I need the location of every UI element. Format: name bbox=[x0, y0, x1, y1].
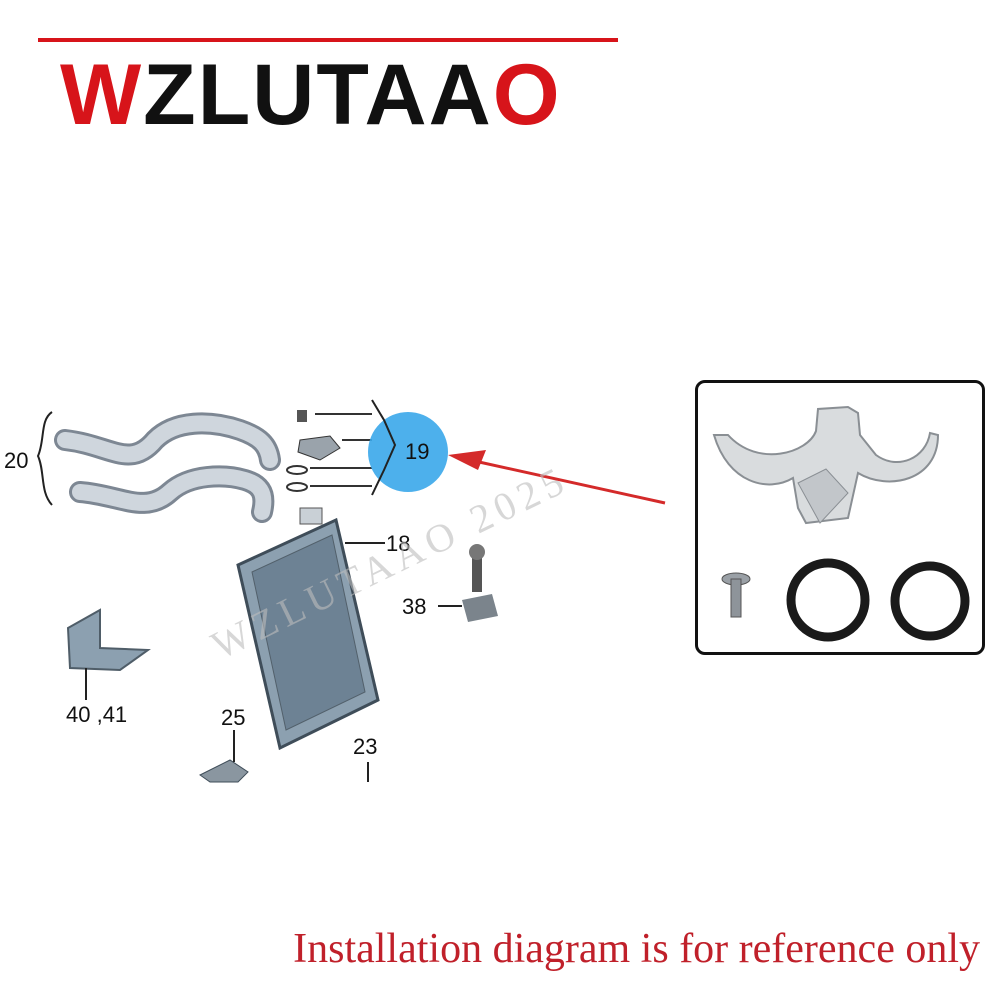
bracket-group-brace bbox=[371, 399, 397, 496]
hoses-bracket-line bbox=[36, 411, 53, 506]
label-screw: 23 bbox=[353, 734, 377, 759]
screw-icon bbox=[721, 572, 751, 618]
label-cover: 40 ,41 bbox=[66, 702, 127, 727]
logo-letter-w: W bbox=[60, 47, 144, 143]
logo-bar bbox=[38, 38, 618, 42]
product-parts bbox=[712, 405, 970, 642]
label-bracket-group: 19 bbox=[405, 439, 429, 464]
label-seal: 25 bbox=[221, 705, 245, 730]
label-clip: 38 bbox=[402, 594, 426, 619]
clip-part bbox=[462, 544, 498, 622]
o-ring-left bbox=[786, 558, 870, 642]
seal-part bbox=[199, 759, 249, 783]
label-heater-core: 18 bbox=[386, 531, 410, 556]
bracket-parts bbox=[286, 410, 372, 492]
product-callout bbox=[695, 380, 985, 655]
hoses bbox=[54, 412, 281, 523]
logo-text: WZLUTAAO bbox=[60, 52, 562, 138]
brand-logo: WZLUTAAO bbox=[30, 30, 618, 138]
logo-letter-o: O bbox=[492, 47, 562, 143]
o-ring-right bbox=[890, 561, 970, 641]
heater-core bbox=[236, 507, 380, 751]
logo-letters-middle: ZLUTAA bbox=[143, 47, 493, 143]
label-hoses: 20 bbox=[4, 448, 28, 473]
pointer-arrow bbox=[448, 450, 666, 505]
highlight-circle bbox=[368, 412, 448, 492]
metal-bracket bbox=[712, 405, 940, 525]
parts-diagram: 20 19 18 38 40 ,41 25 23 bbox=[4, 399, 666, 783]
cover-part bbox=[66, 608, 151, 672]
reference-caption: Installation diagram is for reference on… bbox=[293, 926, 980, 972]
